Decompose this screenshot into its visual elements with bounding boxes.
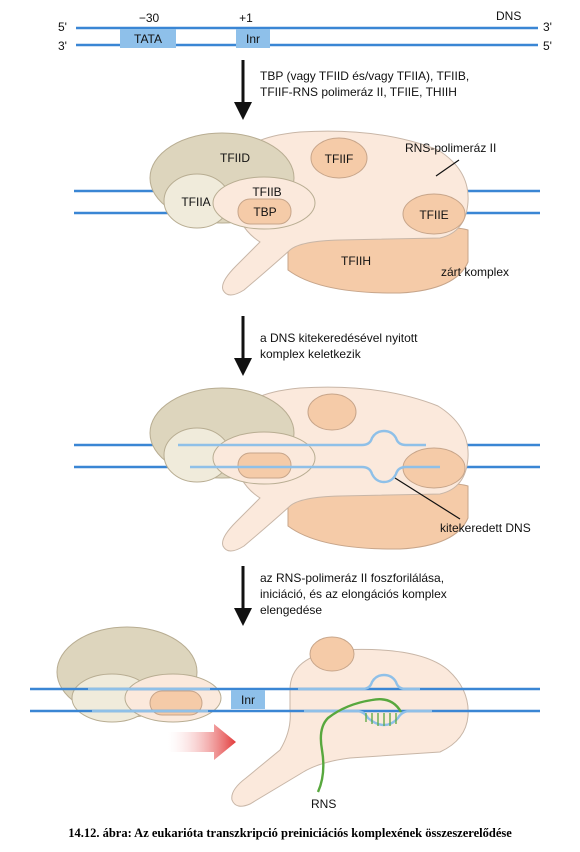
step2-arrow	[234, 316, 252, 376]
c1-tfiia-label: TFIIA	[181, 195, 210, 209]
inr-box	[236, 29, 270, 48]
c1-pol-pointer	[435, 159, 460, 177]
c1-tfiie	[402, 193, 466, 235]
step2-text-line2: komplex keletkezik	[260, 347, 362, 361]
c2-tbp	[237, 452, 292, 479]
five-prime-right: 5'	[543, 39, 552, 53]
closed-complex: TFIID TFIIA TFIIB TBP TFIIF TFIIE TFIIH …	[74, 130, 540, 296]
c1-tfiif-label: TFIIF	[325, 152, 354, 166]
step1-arrow	[234, 60, 252, 120]
plus1-label: +1	[239, 11, 253, 25]
c1-tfiie-label: TFIIE	[419, 208, 448, 222]
step3-text-line1: az RNS-polimeráz II foszforilálása,	[260, 571, 444, 585]
c2-unwound-bottom-strand	[190, 465, 440, 484]
c1-tbp-label: TBP	[253, 205, 276, 219]
step1-text-line2: TFIIF-RNS polimeráz II, TFIIE, THIIH	[260, 85, 457, 99]
c3-inr-label: Inr	[241, 693, 255, 707]
step1-text-line1: TBP (vagy TFIID és/vagy TFIIA), TFIIB,	[260, 69, 469, 83]
step3-arrow	[234, 566, 252, 626]
inr-label: Inr	[246, 32, 260, 46]
c1-tbp	[237, 198, 292, 225]
c2-unwound-label: kitekeredett DNS	[440, 521, 531, 535]
c3-tbp	[149, 690, 203, 716]
c1-closed-label: zárt komplex	[441, 265, 509, 279]
c3-hybrid-ticks	[365, 713, 397, 726]
c1-tfiif	[310, 137, 368, 179]
c2-tfiif	[307, 393, 357, 431]
c1-tfiid-label: TFIID	[220, 151, 250, 165]
c1-tfiih-label: TFIIH	[341, 254, 371, 268]
tata-box	[120, 29, 176, 48]
step2-text-line1: a DNS kitekeredésével nyitott	[260, 331, 418, 345]
c3-pol-body	[231, 648, 469, 807]
five-prime-left: 5'	[58, 20, 67, 34]
dna-label: DNS	[496, 9, 521, 23]
elongation-complex: Inr RNS	[30, 626, 540, 811]
c3-unwound-top-strand	[88, 673, 420, 691]
c3-inr-box	[231, 690, 265, 709]
minus30-label: −30	[139, 11, 160, 25]
three-prime-left: 3'	[58, 39, 67, 53]
figure-caption: 14.12. ábra: Az eukarióta transzkripció …	[68, 826, 512, 840]
step3-text-line3: elengedése	[260, 603, 322, 617]
c2-unwound-top-strand	[178, 429, 426, 447]
promoter-dna: TATA Inr −30 +1 DNS 5' 3' 3' 5'	[58, 9, 552, 53]
tata-label: TATA	[134, 32, 162, 46]
c3-red-arrow	[168, 724, 236, 760]
c1-pol-label: RNS-polimeráz II	[405, 141, 496, 155]
c2-unwound-pointer	[394, 477, 461, 520]
c1-tfiib-label: TFIIB	[252, 185, 281, 199]
step3-text-line2: iniciáció, és az elongációs komplex	[260, 587, 447, 601]
c3-tfiif	[309, 636, 355, 672]
c3-rna-label: RNS	[311, 797, 336, 811]
open-complex: kitekeredett DNS	[74, 386, 540, 552]
c3-rna-strand	[316, 698, 403, 793]
three-prime-right: 3'	[543, 20, 552, 34]
